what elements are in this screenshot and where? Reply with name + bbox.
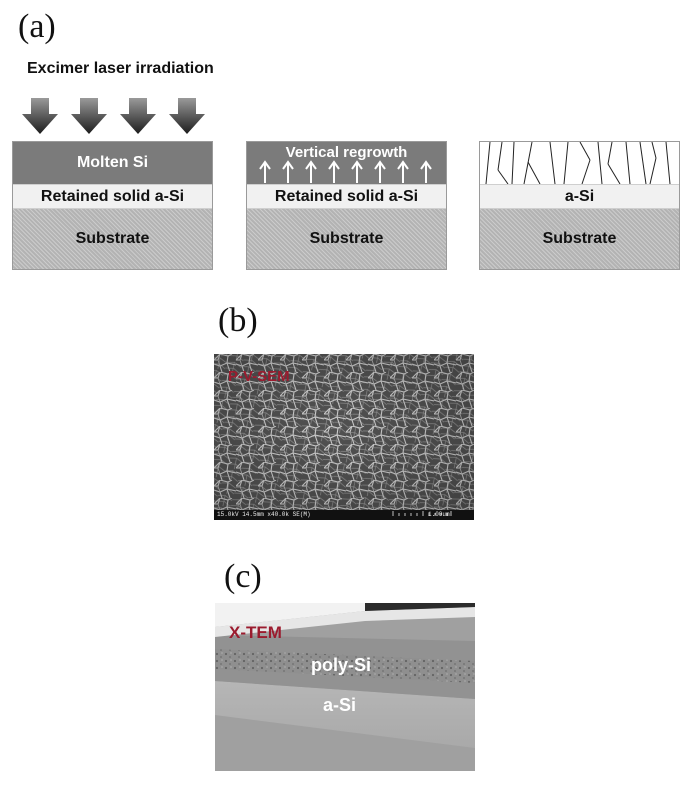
up-arrow-icon [283,162,293,183]
up-arrow-icon [306,162,316,183]
retained-asi-label: Retained solid a-Si [41,188,184,206]
molten-si-label: Molten Si [77,154,148,172]
sem-info-bar: 15.0kV 14.5mm x40.0k SE(M) 1.00um [214,510,474,520]
substrate-layer: Substrate [13,209,212,269]
asi-label: a-Si [323,695,356,716]
substrate-label: Substrate [76,230,150,248]
laser-title: Excimer laser irradiation [27,60,214,78]
stack-polycrystal: a-Si Substrate [479,141,680,270]
tem-label: X-TEM [229,623,282,643]
regrowth-arrows [247,159,446,184]
stack-regrowth: Vertical regrowth Retained solid a-Si Su… [246,141,447,270]
panel-b-label: (b) [218,302,258,340]
up-arrow-icon [260,162,270,183]
sem-image: P-V-SEM 15.0kV 14.5mm x40.0k SE(M) 1.00u… [214,354,474,520]
tem-image: X-TEM poly-Si a-Si [215,603,475,771]
poly-si-layer [480,142,679,184]
sem-info-text: 15.0kV 14.5mm x40.0k SE(M) [217,510,311,520]
substrate-label: Substrate [310,230,384,248]
laser-arrows [20,96,220,138]
substrate-layer: Substrate [480,209,679,269]
molten-si-layer: Molten Si [13,142,212,184]
retained-asi-label: Retained solid a-Si [275,188,418,206]
up-arrow-icon [352,162,362,183]
up-arrow-icon [375,162,385,183]
asi-layer: a-Si [480,184,679,209]
up-arrow-icon [421,162,431,183]
down-arrow-icon [71,98,107,134]
down-arrow-icon [120,98,156,134]
sem-label: P-V-SEM [228,368,290,385]
retained-asi-layer: Retained solid a-Si [247,184,446,209]
down-arrow-icon [22,98,58,134]
down-arrow-icon [169,98,205,134]
sem-scale-label: 1.00um [428,510,450,520]
substrate-layer: Substrate [247,209,446,269]
grain-boundaries [480,142,679,184]
substrate-label: Substrate [543,230,617,248]
stack-melting: Molten Si Retained solid a-Si Substrate [12,141,213,270]
up-arrow-icon [398,162,408,183]
panel-a-label: (a) [18,8,56,46]
up-arrow-icon [329,162,339,183]
poly-si-label: poly-Si [311,655,371,676]
panel-c-label: (c) [224,558,262,596]
retained-asi-layer: Retained solid a-Si [13,184,212,209]
asi-label: a-Si [565,188,594,206]
